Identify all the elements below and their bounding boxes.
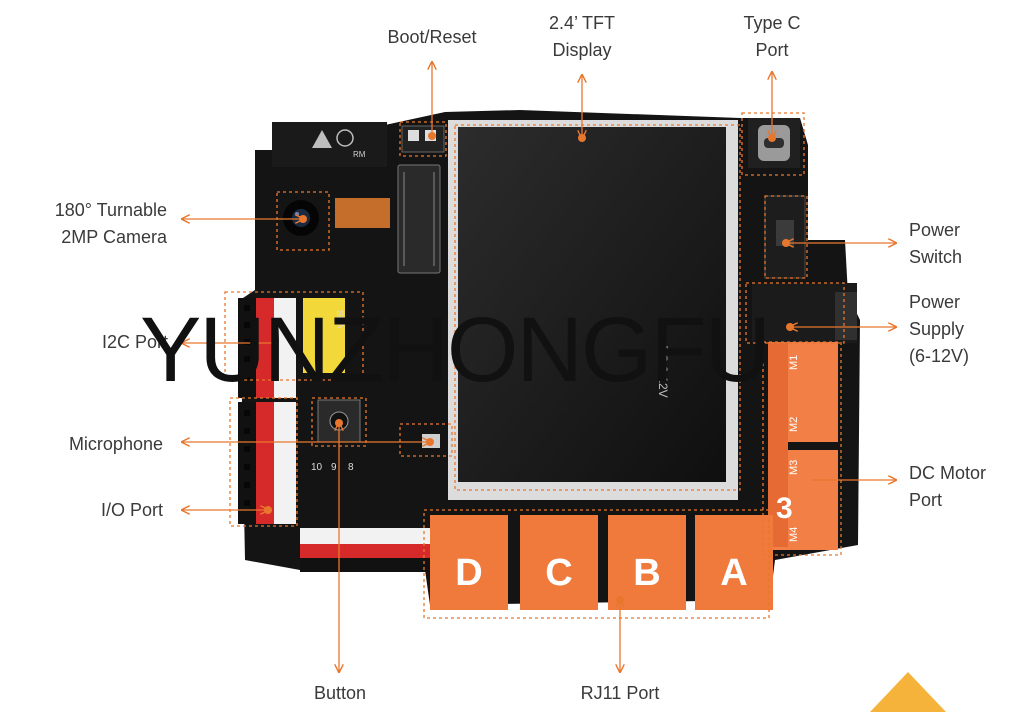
bottom-header-red	[300, 544, 430, 558]
rj11-letter-d: D	[455, 552, 482, 594]
svg-text:RM: RM	[353, 150, 366, 159]
label-io-port: I/O Port	[100, 500, 163, 520]
motor-terminals	[768, 342, 838, 550]
label-rj11-port: RJ11 Port	[580, 683, 660, 703]
motor-label-m1: M1	[788, 355, 800, 370]
rj11-letter-b: B	[633, 552, 660, 594]
callout-arrows	[182, 62, 896, 672]
label-microphone: Microphone	[68, 434, 163, 454]
motor-label-m2: M2	[788, 417, 800, 432]
motor-big-three: 3	[776, 492, 793, 525]
camera-connector	[397, 164, 441, 274]
label-boot-reset: Boot/Reset	[387, 27, 477, 47]
tft-screen	[458, 127, 726, 482]
io-number-9: 9	[331, 462, 337, 473]
label-i2c-port: I2C Port	[101, 332, 168, 352]
io-number-8: 8	[348, 462, 354, 473]
corner-triangle-decoration	[870, 672, 946, 712]
label-button: Button	[313, 683, 367, 703]
motor-label-m4: M4	[788, 527, 800, 542]
io-number-10: 10	[311, 462, 323, 473]
camera-ribbon	[335, 198, 390, 228]
bottom-header-white	[300, 528, 430, 544]
dc-voltage-label: DC 6-12V	[656, 345, 670, 398]
left-pin-headers	[238, 298, 345, 524]
bottom-header-black	[300, 558, 430, 572]
i2c-pin-labels: SDA	[335, 310, 345, 329]
rj11-ports	[430, 515, 773, 610]
rj11-letter-a: A	[720, 552, 747, 594]
watermark-text: YUNZHONGFU	[140, 299, 771, 401]
motor-label-m3: M3	[788, 460, 800, 475]
rj11-letter-c: C	[545, 552, 572, 594]
